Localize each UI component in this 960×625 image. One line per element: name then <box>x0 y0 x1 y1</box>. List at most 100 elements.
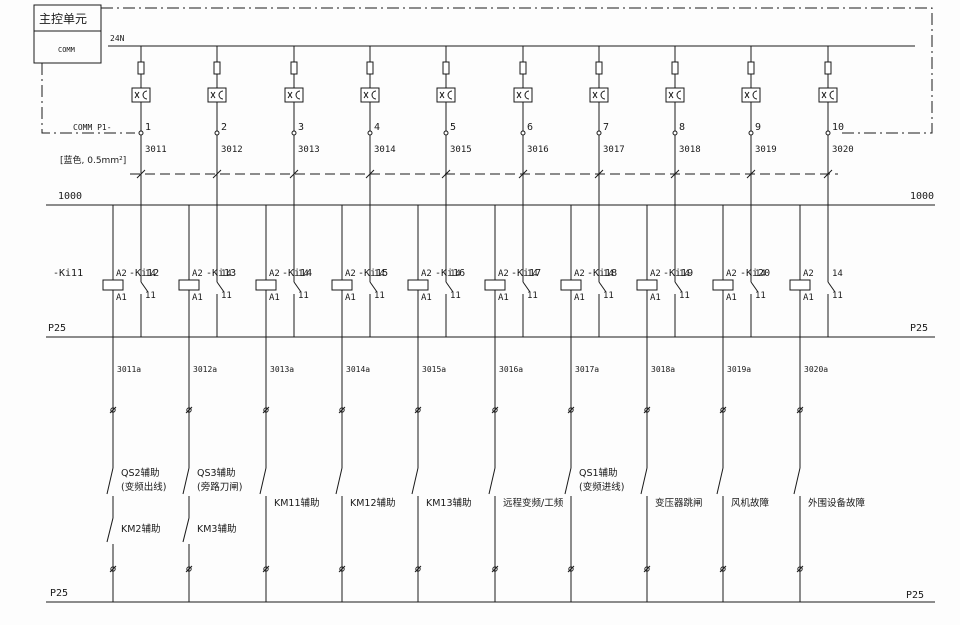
ch1-comm-node <box>138 130 144 136</box>
ch2-field-contact-label-0: QS3辅助 <box>197 467 236 479</box>
ch10-contact-blade <box>827 281 836 293</box>
ch5-comm-node <box>443 130 449 136</box>
ch7-pin-a1: A1 <box>574 293 585 303</box>
ch2-contact-blade <box>216 281 225 293</box>
ch10-field-contact-gap <box>799 468 801 496</box>
ch2-pin-14: 14 <box>221 269 232 279</box>
ch3-opto-module <box>284 87 304 103</box>
ch7-relay-coil <box>560 279 582 291</box>
ch2-field-contact2-blade <box>182 517 190 543</box>
ch4-pin-a1: A1 <box>345 293 356 303</box>
ch9-field-contact-blade <box>716 467 724 495</box>
ch5-relay-label: -Ki15 <box>358 268 388 279</box>
ch10-channel-number: 10 <box>832 122 844 133</box>
bus-p25-bot-label-right: P25 <box>906 590 924 601</box>
ch7-opto-glyph-arc <box>600 90 606 100</box>
ch1-field-contact2-label-0: KM2辅助 <box>121 523 160 535</box>
ch1-pin-11: 11 <box>145 291 156 301</box>
ch6-field-contact-gap <box>494 468 496 496</box>
ch4-field-contact-gap <box>341 468 343 496</box>
ch9-pin-11: 11 <box>755 291 766 301</box>
ch2-field-contact-label-1: (旁路刀闸) <box>197 481 242 493</box>
ch10-field-wire-label: 3020a <box>804 365 828 374</box>
ch8-opto-glyph-b <box>668 91 674 99</box>
ch7-contact-blade <box>598 281 607 293</box>
ch7-fuse <box>595 61 603 75</box>
ch2-field-contact-gap <box>188 468 190 496</box>
ch2-field-contact2-label-0: KM3辅助 <box>197 523 236 535</box>
ch3-pin-14: 14 <box>298 269 309 279</box>
ch7-wire-note-tick <box>594 169 604 179</box>
ch5-field-terminal-bottom <box>415 566 421 572</box>
ch9-comm-node <box>748 130 754 136</box>
ch4-field-terminal-top-slash <box>338 406 346 414</box>
ch5-field-terminal-top <box>415 407 421 413</box>
ch8-pin-a2: A2 <box>650 269 661 279</box>
ch1-field-contact-label-0: QS2辅助 <box>121 467 160 479</box>
ch6-pin-14: 14 <box>527 269 538 279</box>
ch3-channel-number: 3 <box>298 122 304 133</box>
ch8-pin-11: 11 <box>679 291 690 301</box>
ch1-field-terminal-top-slash <box>109 406 117 414</box>
ch1-opto-glyph-b <box>134 91 140 99</box>
ch10-pin-a1: A1 <box>803 293 814 303</box>
ch9-pin-a1: A1 <box>726 293 737 303</box>
ch7-field-contact-label-1: (变频进线) <box>579 481 624 493</box>
ch9-field-terminal-bottom-slash <box>719 565 727 573</box>
ch8-pin-14: 14 <box>679 269 690 279</box>
ch8-relay-coil <box>636 279 658 291</box>
ch5-opto-module <box>436 87 456 103</box>
ch5-contact-blade <box>445 281 454 293</box>
ch3-opto-glyph-arc <box>295 90 301 100</box>
ch8-comm-node <box>672 130 678 136</box>
ch9-field-terminal-top <box>720 407 726 413</box>
ch4-field-contact-blade <box>335 467 343 495</box>
ch6-comm-node <box>520 130 526 136</box>
ch10-pin-11: 11 <box>832 291 843 301</box>
ch8-field-terminal-top-slash <box>643 406 651 414</box>
ch4-field-terminal-top <box>339 407 345 413</box>
ch1-field-contact-gap <box>112 468 114 496</box>
ch10-wire-label: 3020 <box>832 145 854 155</box>
ch4-field-contact-label-0: KM12辅助 <box>350 497 396 509</box>
ch10-field-terminal-bottom-slash <box>796 565 804 573</box>
ch4-opto-glyph-arc <box>371 90 377 100</box>
ch3-field-contact-label-0: KM11辅助 <box>274 497 320 509</box>
ch8-wire-label: 3018 <box>679 145 701 155</box>
ch10-relay-coil <box>789 279 811 291</box>
ch2-field-contact-blade <box>182 467 190 495</box>
ch4-relay-coil <box>331 279 353 291</box>
ch5-pin-a1: A1 <box>421 293 432 303</box>
ch4-wire-note-tick <box>365 169 375 179</box>
ch7-channel-number: 7 <box>603 122 609 133</box>
ch2-relay-coil <box>178 279 200 291</box>
ch4-pin-a2: A2 <box>345 269 356 279</box>
ch4-wire-label: 3014 <box>374 145 396 155</box>
ch1-opto-glyph-arc <box>142 90 148 100</box>
ch3-pin-a2: A2 <box>269 269 280 279</box>
ch10-pin-a2: A2 <box>803 269 814 279</box>
ch9-field-wire-label: 3019a <box>727 365 751 374</box>
ch5-wire-label: 3015 <box>450 145 472 155</box>
ch1-field-terminal-top <box>110 407 116 413</box>
ch5-wire-note-tick <box>441 169 451 179</box>
ch4-pin-14: 14 <box>374 269 385 279</box>
ch1-field-wire-label: 3011a <box>117 365 141 374</box>
ch10-relay-label: -Ki20 <box>740 268 770 279</box>
main-unit-box <box>33 4 102 64</box>
ch2-wire-label: 3012 <box>221 145 243 155</box>
ch2-field-terminal-top-slash <box>185 406 193 414</box>
ch2-field-wire-label: 3012a <box>193 365 217 374</box>
ch8-field-wire-label: 3018a <box>651 365 675 374</box>
ch10-comm-node <box>825 130 831 136</box>
ch2-field-terminal-bottom <box>186 566 192 572</box>
ch3-field-terminal-top <box>263 407 269 413</box>
ch9-opto-module <box>741 87 761 103</box>
ch3-wire-note-tick <box>289 169 299 179</box>
ch7-relay-label: -Ki17 <box>511 268 541 279</box>
ch8-field-contact-blade <box>640 467 648 495</box>
ch9-field-contact-gap <box>722 468 724 496</box>
ch10-field-terminal-top-slash <box>796 406 804 414</box>
ch6-field-terminal-top-slash <box>491 406 499 414</box>
